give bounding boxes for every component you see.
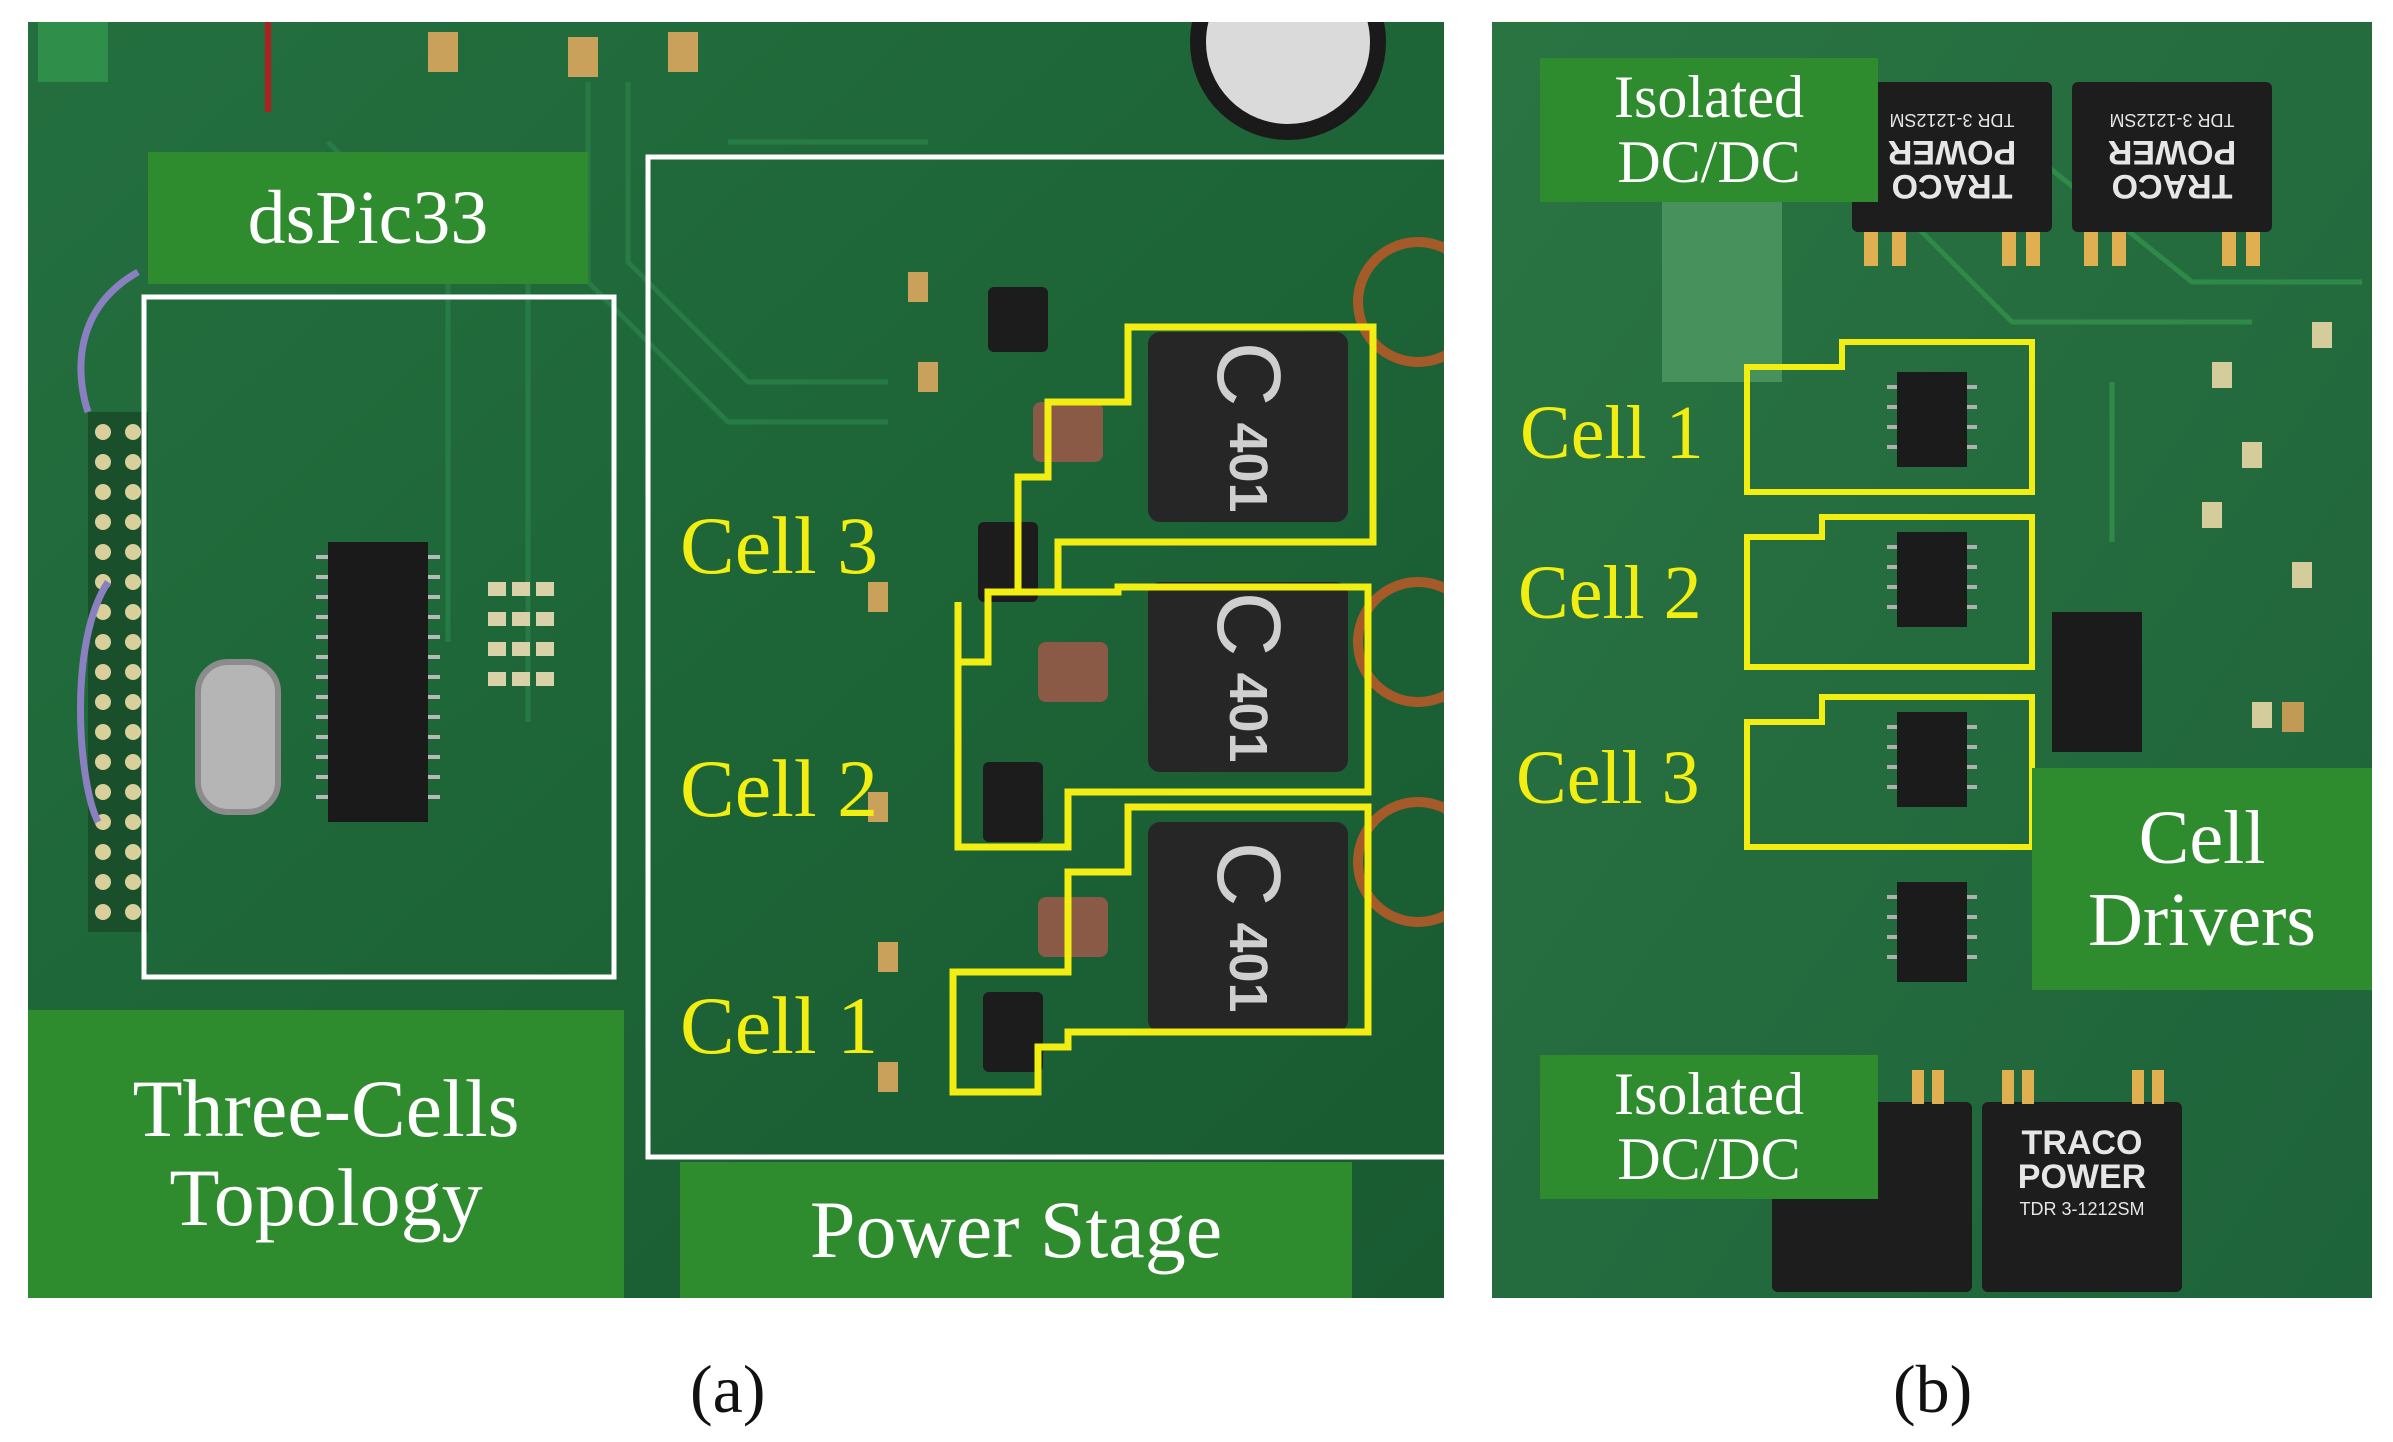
- dcdc-module-top-2: [2072, 82, 2272, 266]
- caption-b: (b): [1893, 1351, 1973, 1427]
- dspic-frame: [141, 294, 617, 980]
- panel-b-cell-3-label: Cell 3: [1516, 736, 1700, 820]
- panel-a-cell-1-label: Cell 1: [680, 980, 879, 1071]
- inductor-3: [1148, 332, 1348, 522]
- panel-b-cell-2-label: Cell 2: [1518, 551, 1702, 635]
- inductor-2: [1148, 582, 1348, 772]
- dcdc-module-bottom-2: [1982, 1070, 2182, 1292]
- mcu-chip: [316, 542, 440, 822]
- panel-b-cell-1-label: Cell 1: [1520, 391, 1704, 475]
- dcdc-top-1-text: TRACO POWER TDR 3-1212SM: [1887, 110, 2017, 205]
- label-dspic33: dsPic33: [148, 152, 588, 284]
- cell-outlines-a: [949, 323, 1377, 1096]
- label-isolated-dcdc-top: Isolated DC/DC: [1540, 58, 1878, 202]
- inductor-3-marking: C 401: [1198, 341, 1299, 513]
- crystal: [195, 659, 281, 815]
- label-cell-drivers: Cell Drivers: [2032, 768, 2372, 990]
- dcdc-top-2-text: TRACO POWER TDR 3-1212SM: [2107, 110, 2237, 205]
- panel-a-cell-3-label: Cell 3: [680, 500, 879, 591]
- inductor-2-marking: C 401: [1198, 591, 1299, 763]
- dcdc-bottom-2-text: TRACO POWER TDR 3-1212SM: [2017, 1124, 2147, 1219]
- caption-a: (a): [690, 1351, 766, 1427]
- label-three-cells-topology: Three-Cells Topology: [28, 1010, 624, 1298]
- label-isolated-dcdc-bottom: Isolated DC/DC: [1540, 1055, 1878, 1199]
- power-stage-frame: [645, 154, 1444, 1160]
- cell-outlines-b: [1744, 339, 2035, 850]
- inductor-1-marking: C 401: [1198, 841, 1299, 1013]
- dcdc-module-top-1: [1852, 82, 2052, 266]
- label-power-stage: Power Stage: [680, 1162, 1352, 1298]
- panel-a-cell-2-label: Cell 2: [680, 743, 879, 834]
- inductor-1: [1148, 822, 1348, 1032]
- pin-header: [95, 424, 141, 920]
